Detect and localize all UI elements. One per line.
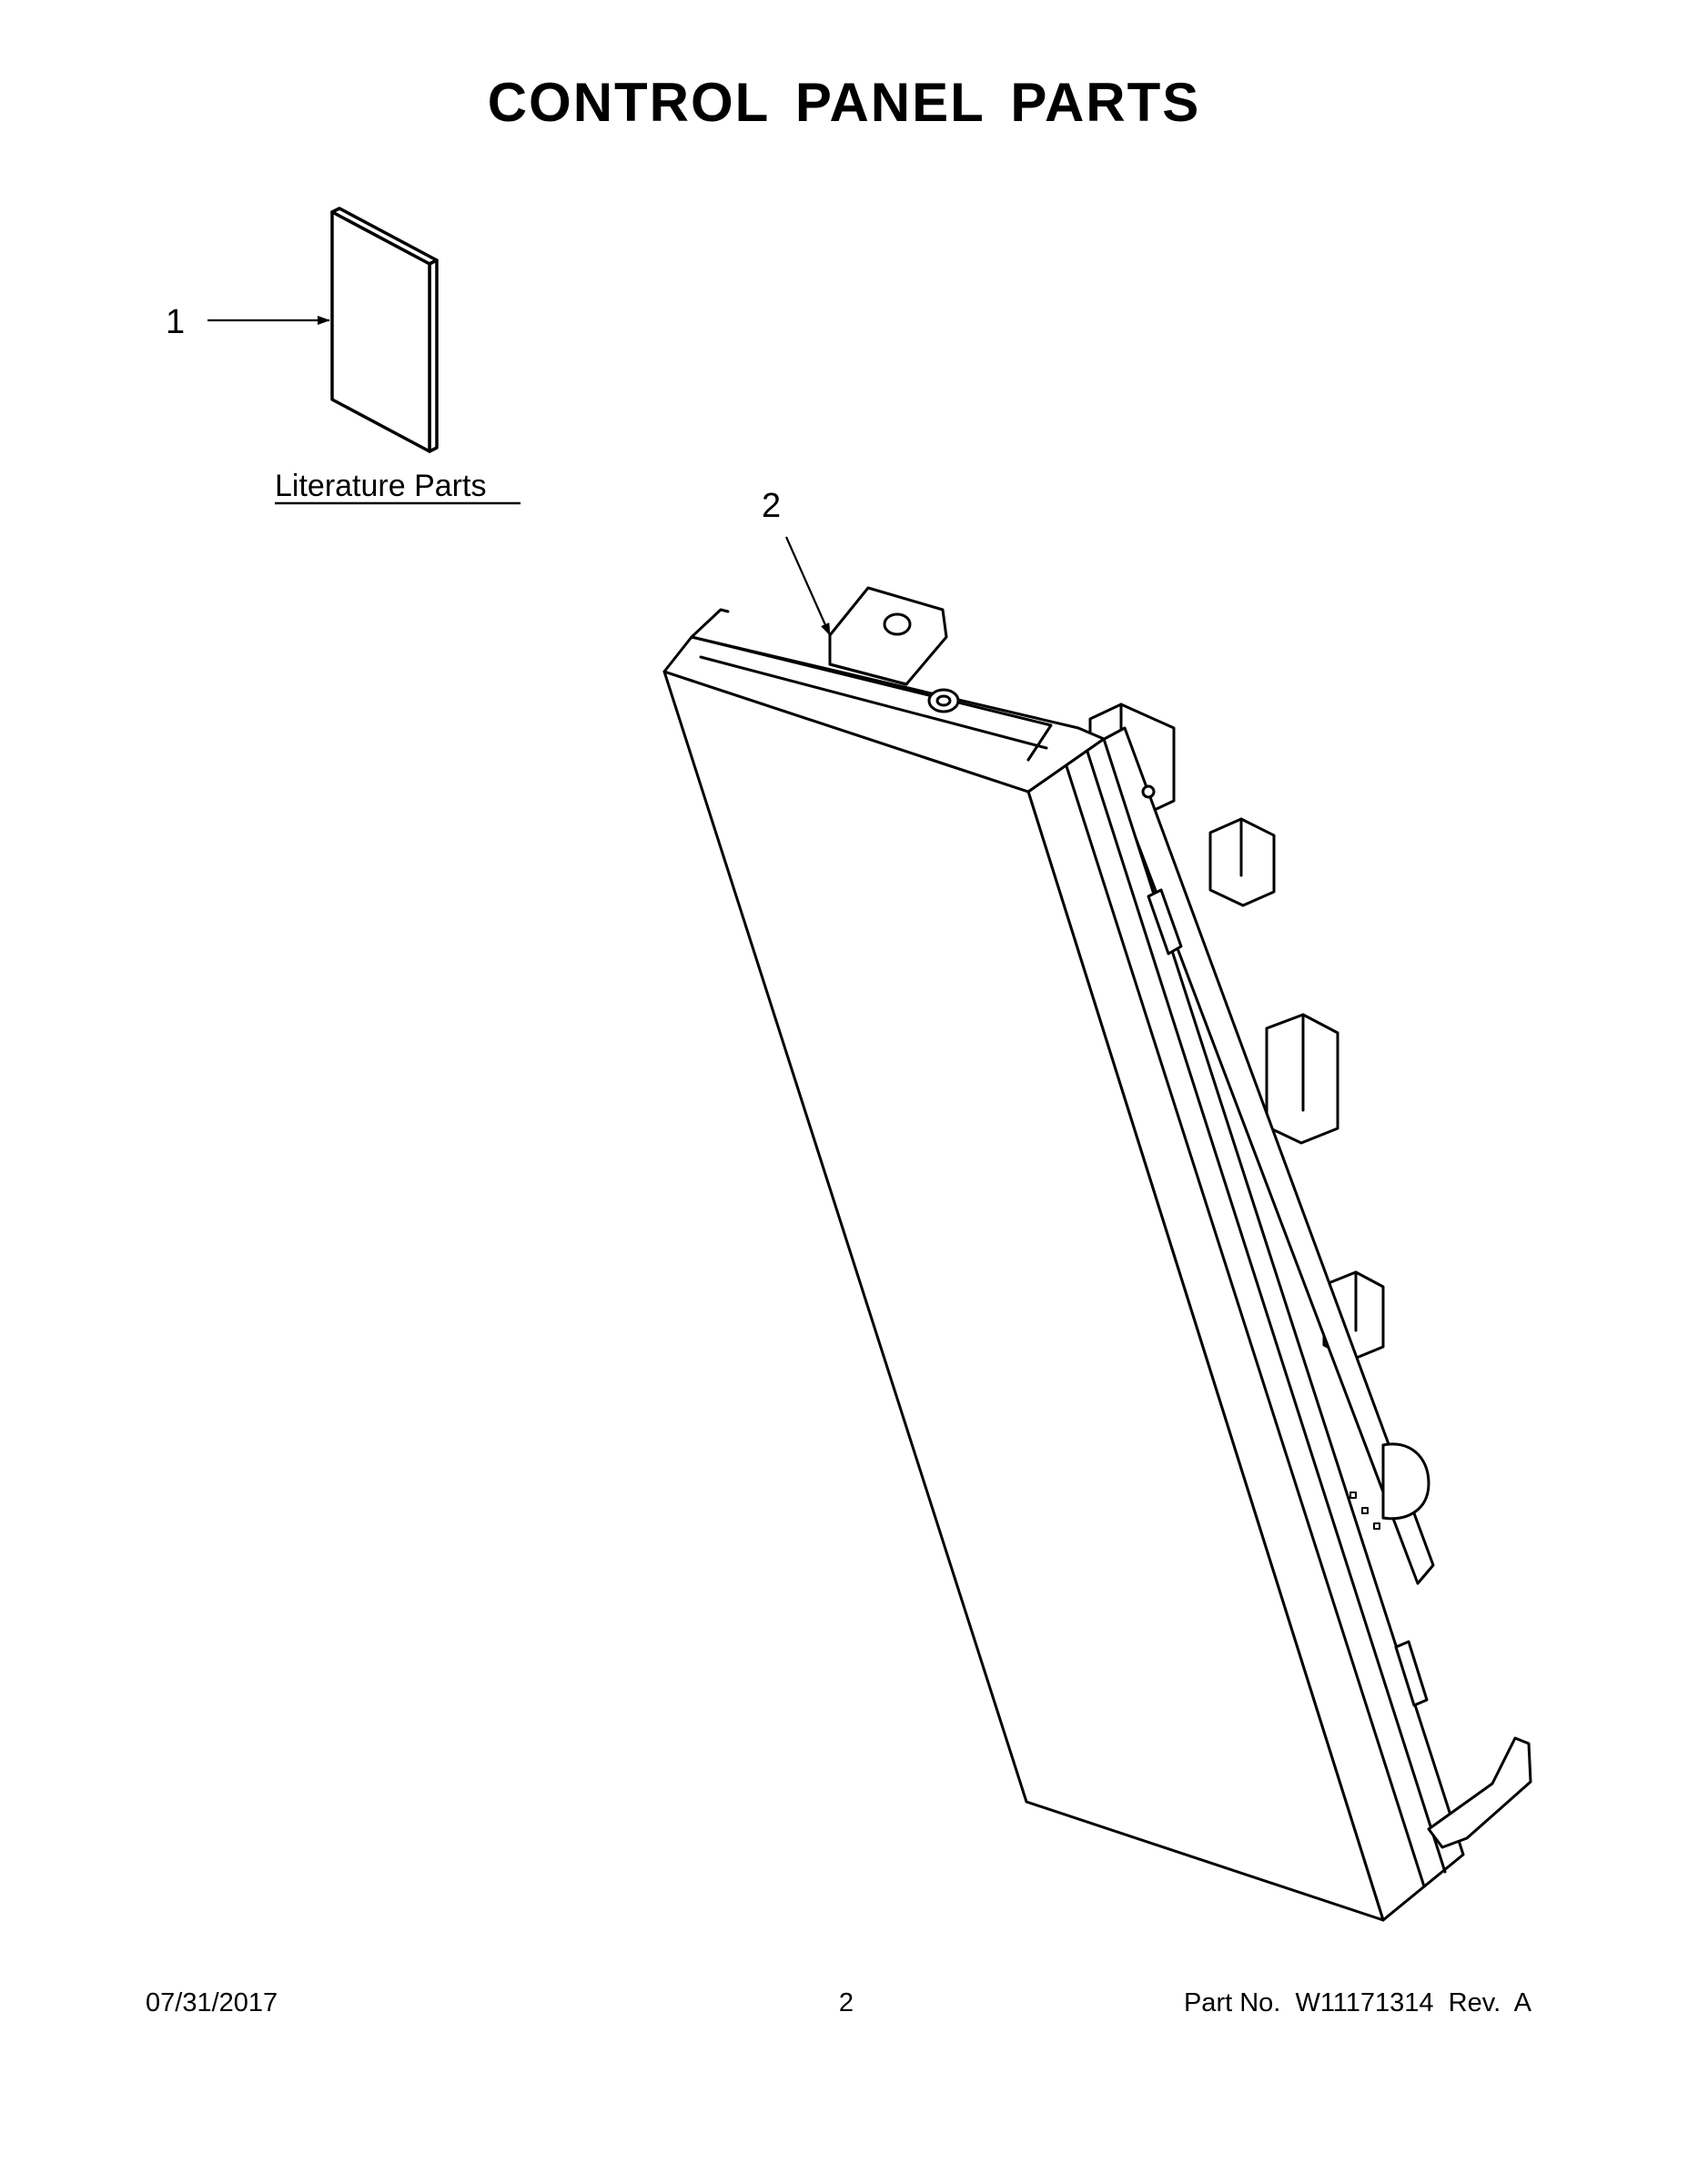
control-knob — [1381, 1442, 1430, 1521]
circuit-board — [1097, 726, 1435, 1585]
footer-page-number: 2 — [838, 1988, 854, 2017]
callout-2-number: 2 — [762, 487, 781, 525]
mounting-boss — [927, 688, 960, 713]
literature-parts-label: Literature Parts — [275, 469, 486, 503]
callout-2-leader — [784, 536, 832, 636]
latch-hook — [1427, 1736, 1532, 1849]
footer-part-number: Part No. W11171314 Rev. A — [1183, 1988, 1531, 2017]
mounting-tab — [828, 586, 948, 686]
literature-booklet — [330, 207, 439, 453]
page-title: CONTROL PANEL PARTS — [487, 72, 1201, 133]
footer-date: 07/31/2017 — [146, 1988, 278, 2017]
side-hole — [1141, 784, 1156, 799]
side-clips — [1147, 888, 1429, 1707]
board-pins — [1349, 1491, 1380, 1530]
control-panel-assembly — [662, 586, 1532, 1922]
callout-1-number: 1 — [166, 303, 185, 341]
